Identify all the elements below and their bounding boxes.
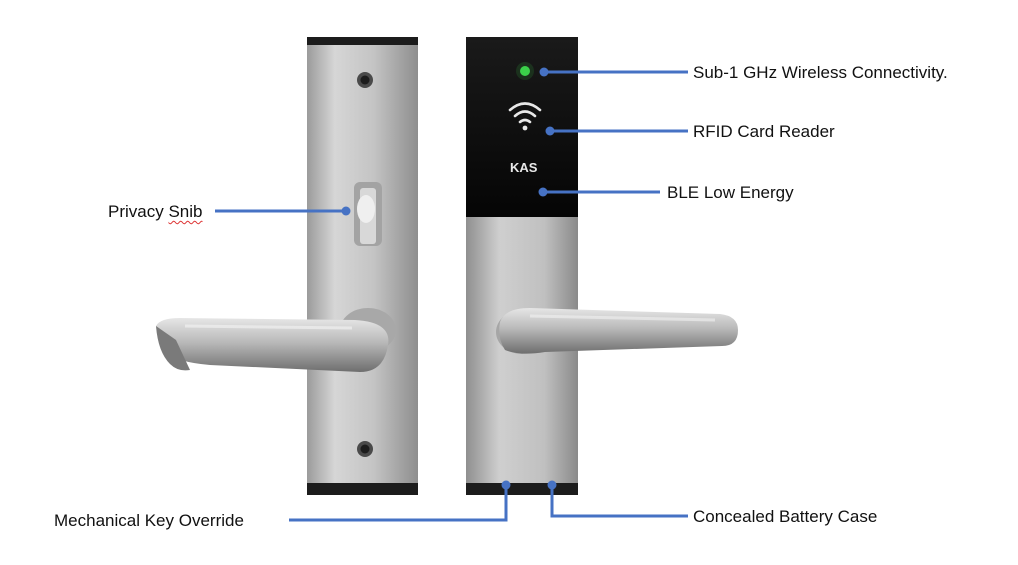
- callout-battery-case: [547, 480, 688, 518]
- top-screw: [357, 72, 373, 88]
- callout-privacy-snib: [215, 206, 351, 216]
- label-battery-case: Concealed Battery Case: [693, 507, 878, 526]
- callout-ble: [538, 187, 660, 197]
- rfid-wireless-icon: [508, 102, 542, 131]
- callout-lines: [215, 67, 688, 522]
- callout-key-override: [289, 480, 511, 522]
- label-snib-word: Snib: [168, 202, 203, 221]
- inner-lever-handle: [156, 308, 396, 372]
- label-privacy-word: Privacy: [108, 202, 164, 221]
- label-ble: BLE Low Energy: [667, 183, 794, 202]
- label-rfid-reader: RFID Card Reader: [693, 122, 835, 141]
- callout-sub1ghz: [539, 67, 688, 77]
- callout-rfid: [545, 126, 688, 136]
- bottom-screw: [357, 441, 373, 457]
- status-led: [520, 66, 530, 76]
- privacy-snib-knob: [354, 182, 382, 246]
- label-key-override: Mechanical Key Override: [54, 511, 244, 530]
- label-sub1ghz-wireless: Sub-1 GHz Wireless Connectivity.: [693, 63, 948, 82]
- brand-mark: KAS: [510, 160, 538, 175]
- outer-lever-handle: [496, 308, 738, 354]
- inner-lock-plate: [156, 37, 418, 495]
- label-privacy-snib: Privacy Snib: [108, 202, 203, 222]
- outer-lock-plate: [466, 37, 738, 495]
